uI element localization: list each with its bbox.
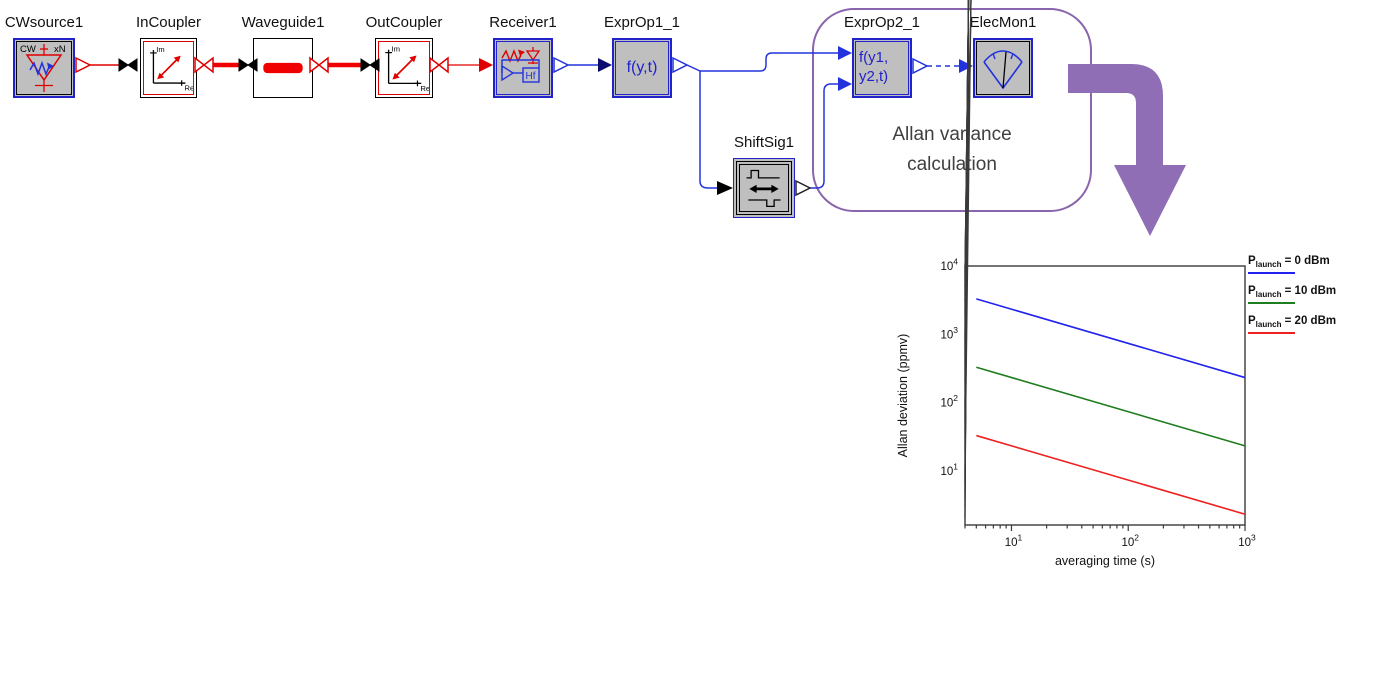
block-label-outcoupler: OutCoupler	[365, 14, 443, 31]
annotation-allan-variance: Allan variance calculation	[892, 124, 1012, 175]
svg-text:Im: Im	[392, 45, 401, 54]
expression-text: f(y,t)	[626, 59, 658, 76]
svg-text:102: 102	[940, 393, 958, 410]
block-label-exprop1: ExprOp1_1	[604, 14, 680, 31]
block-label-incoupler: InCoupler	[135, 14, 202, 31]
photodiode-receiver-icon: Hf	[501, 47, 541, 83]
block-label-shiftsig1: ShiftSig1	[733, 134, 795, 151]
svg-text:Re: Re	[420, 84, 429, 93]
block-exprop1[interactable]: f(y,t)	[612, 38, 672, 98]
svg-text:104: 104	[940, 257, 958, 274]
legend-line-0	[1248, 272, 1295, 274]
electrical-monitor-gauge-icon	[983, 50, 1023, 90]
port-in-exprop1	[598, 58, 612, 72]
coupler-icon: Im Re	[150, 45, 193, 93]
legend-line-2	[1248, 332, 1295, 334]
block-label-receiver1: Receiver1	[489, 14, 557, 31]
port-in-receiver	[479, 58, 493, 72]
port-out-exprop1	[672, 56, 689, 74]
wire-fork-stub	[686, 64, 701, 72]
block-exprop2[interactable]: f(y1,y2,t)	[852, 38, 912, 98]
block-receiver1[interactable]: Hf	[493, 38, 553, 98]
block-label-cwsource1: CWsource1	[4, 14, 84, 31]
block-waveguide1[interactable]	[253, 38, 313, 98]
svg-text:Re: Re	[185, 84, 193, 93]
block-elecmon1[interactable]	[973, 38, 1033, 98]
svg-text:Im: Im	[156, 45, 164, 54]
wire-exprop1-shiftsig	[699, 71, 717, 189]
shift-signal-icon	[746, 169, 781, 208]
legend-entry-2: Plaunch = 20 dBm	[1248, 315, 1336, 334]
legend-line-1	[1248, 302, 1295, 304]
port-out-cwsource	[75, 56, 92, 74]
port-out-shiftsig	[795, 179, 812, 197]
block-label-elecmon1: ElecMon1	[969, 14, 1037, 31]
coupler-icon: Im Re	[385, 45, 429, 93]
legend-entry-0: Plaunch = 0 dBm	[1248, 255, 1330, 274]
legend-entry-1: Plaunch = 10 dBm	[1248, 285, 1336, 304]
port-out-receiver	[553, 56, 570, 74]
svg-text:Hf: Hf	[526, 71, 536, 82]
svg-text:Allan deviation (ppmv): Allan deviation (ppmv)	[896, 334, 910, 458]
cw-laser-icon: CW xN	[20, 44, 66, 92]
svg-text:101: 101	[940, 461, 958, 478]
waveguide-icon	[263, 62, 303, 74]
port-in-incoupler-bowtie	[118, 58, 138, 72]
svg-text:averaging time (s): averaging time (s)	[1055, 554, 1155, 568]
svg-text:102: 102	[1121, 533, 1139, 550]
svg-text:103: 103	[1238, 533, 1256, 550]
svg-text:xN: xN	[54, 44, 66, 55]
svg-text:103: 103	[940, 325, 958, 342]
svg-text:101: 101	[1005, 533, 1023, 550]
svg-text:CW: CW	[20, 44, 36, 55]
block-outcoupler[interactable]: Im Re	[375, 38, 433, 98]
block-label-exprop2: ExprOp2_1	[844, 14, 920, 31]
block-cwsource1[interactable]: CW xN	[13, 38, 75, 98]
expression-text: f(y1,y2,t)	[859, 49, 889, 85]
block-shiftsig1[interactable]	[733, 158, 795, 218]
port-in-shiftsig	[717, 181, 733, 195]
block-incoupler[interactable]: Im Re	[140, 38, 197, 98]
block-label-waveguide1: Waveguide1	[241, 14, 325, 31]
